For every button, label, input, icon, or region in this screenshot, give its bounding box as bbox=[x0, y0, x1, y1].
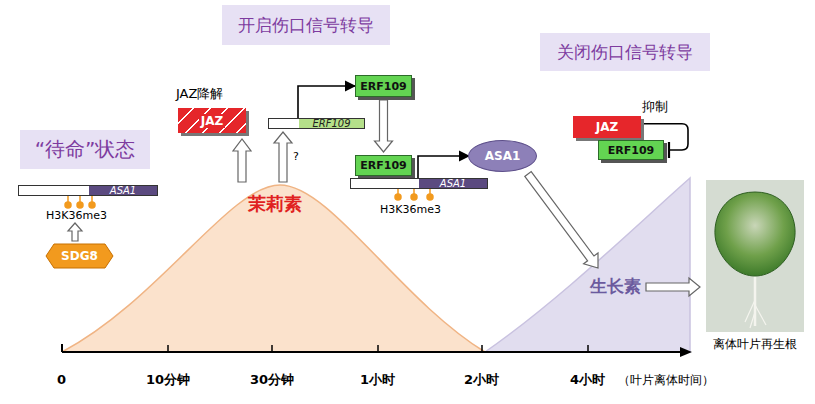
hollow-arrow bbox=[68, 132, 700, 296]
hormone-label: 生长素 bbox=[590, 276, 641, 296]
phase-title: 开启伤口信号转导 bbox=[222, 5, 390, 45]
histone-mark: H3K36me3 bbox=[380, 203, 441, 216]
hormone-label: 茉莉素 bbox=[248, 193, 302, 215]
node-text: ASA1 bbox=[110, 186, 136, 195]
node-text: ASA1 bbox=[485, 149, 521, 163]
node-text: ERF109 bbox=[360, 159, 406, 172]
node-text: ERF109 bbox=[312, 119, 350, 128]
axis-tick-label: 30分钟 bbox=[250, 372, 294, 388]
gene-bar: ASA1 bbox=[350, 178, 488, 189]
protein-box: ERF109 bbox=[355, 75, 412, 97]
gene-bar: ERF109 bbox=[268, 118, 365, 129]
protein-box: ERF109 bbox=[355, 155, 412, 176]
gene-bar: ASA1 bbox=[18, 185, 158, 196]
protein-box: ERF109 bbox=[598, 140, 664, 160]
node-text: SDG8 bbox=[61, 249, 98, 263]
axis-tick-label: 0 bbox=[57, 372, 66, 388]
question-mark: ? bbox=[293, 150, 299, 163]
connector bbox=[298, 86, 355, 118]
node-text: ASA1 bbox=[440, 179, 466, 188]
node-text: 开启伤口信号转导 bbox=[238, 14, 374, 37]
axis-title: （叶片离体时间） bbox=[618, 373, 714, 387]
node-text: JAZ bbox=[596, 120, 618, 134]
histone-mark: H3K36me3 bbox=[46, 209, 107, 222]
node-text: ERF109 bbox=[360, 80, 406, 93]
node-text: “待命”状态 bbox=[35, 136, 136, 163]
node-text: 关闭伤口信号转导 bbox=[557, 41, 693, 64]
phase-title: 关闭伤口信号转导 bbox=[540, 33, 710, 71]
protein-ellipse: ASA1 bbox=[468, 140, 537, 172]
connector bbox=[418, 156, 469, 178]
protein-box: JAZ bbox=[178, 108, 246, 133]
inhibit-label: 抑制 bbox=[642, 99, 668, 115]
photo-caption: 离体叶片再生根 bbox=[713, 337, 797, 351]
node-text: ERF109 bbox=[608, 144, 654, 157]
phase-title: “待命”状态 bbox=[20, 130, 150, 169]
node-text: JAZ bbox=[199, 114, 225, 128]
enzyme-hexagon: SDG8 bbox=[45, 243, 114, 269]
protein-box: JAZ bbox=[573, 116, 641, 138]
time-axis bbox=[62, 344, 692, 357]
axis-tick-label: 10分钟 bbox=[146, 372, 190, 388]
process-label: JAZ降解 bbox=[176, 86, 223, 102]
jasmonate-curve bbox=[62, 185, 485, 352]
leaf-photo bbox=[706, 180, 804, 332]
axis-tick-label: 4小时 bbox=[570, 372, 605, 388]
axis-tick-label: 2小时 bbox=[464, 372, 499, 388]
axis-tick-label: 1小时 bbox=[360, 372, 395, 388]
connector bbox=[375, 100, 393, 152]
